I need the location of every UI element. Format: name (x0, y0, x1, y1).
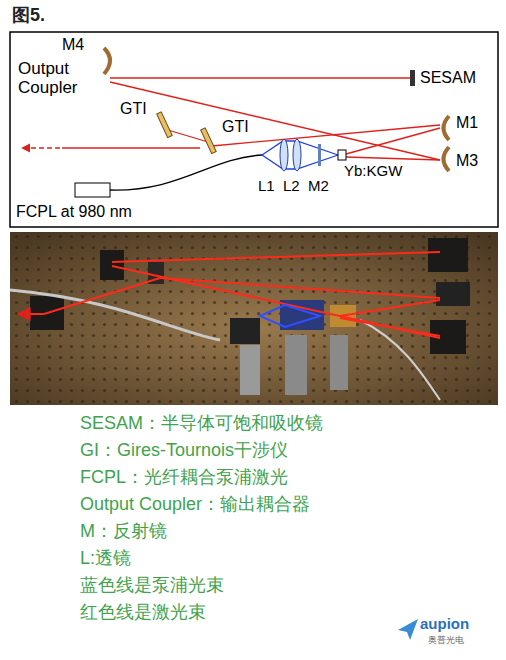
part-label: M4 (62, 36, 84, 54)
glossary-line: L:透镜 (80, 549, 131, 569)
glossary-line: 红色线是激光束 (80, 603, 206, 623)
sesam-mirror (410, 70, 415, 86)
part-label: Output Coupler (18, 60, 98, 97)
part-label: M1 (456, 114, 478, 132)
part-label: L2 (283, 178, 300, 195)
part-label: M2 (308, 178, 329, 195)
setup-photo (10, 232, 498, 405)
watermark-icon (398, 619, 418, 640)
gti-mirror (201, 128, 217, 154)
part-label: SESAM (420, 69, 476, 87)
part-label: FCPL at 980 nm (16, 203, 132, 221)
part-label: GTI (120, 100, 147, 118)
watermark: aupion (420, 616, 469, 633)
glossary-line: M：反射镜 (80, 522, 167, 542)
schematic-frame (10, 32, 498, 227)
laser-beams (22, 78, 440, 160)
watermark: 奥普光电 (428, 636, 464, 646)
part-label: M3 (456, 152, 478, 170)
glossary-line: GI：Gires-Tournois干涉仪 (80, 441, 288, 461)
glossary-line: Output Coupler：输出耦合器 (80, 495, 310, 515)
glossary-line: FCPL：光纤耦合泵浦激光 (80, 468, 288, 488)
mirror-m3 (444, 147, 450, 171)
fiber (110, 155, 262, 190)
glossary-line: 蓝色线是泵浦光束 (80, 576, 224, 596)
mirror-m2 (318, 144, 321, 166)
mirror-m1 (444, 116, 450, 140)
mirror-m4 (104, 48, 110, 74)
crystal (338, 150, 346, 160)
glossary-line: SESAM：半导体可饱和吸收镜 (80, 414, 323, 434)
pump-laser-box (75, 183, 110, 197)
part-label: GTI (222, 118, 249, 136)
gti-mirror (157, 112, 173, 138)
lens-l2 (293, 139, 301, 171)
figure-title: 图5. (12, 6, 45, 26)
part-label: Yb:KGW (344, 163, 402, 180)
part-label: L1 (258, 178, 275, 195)
lens-l1 (280, 139, 288, 171)
